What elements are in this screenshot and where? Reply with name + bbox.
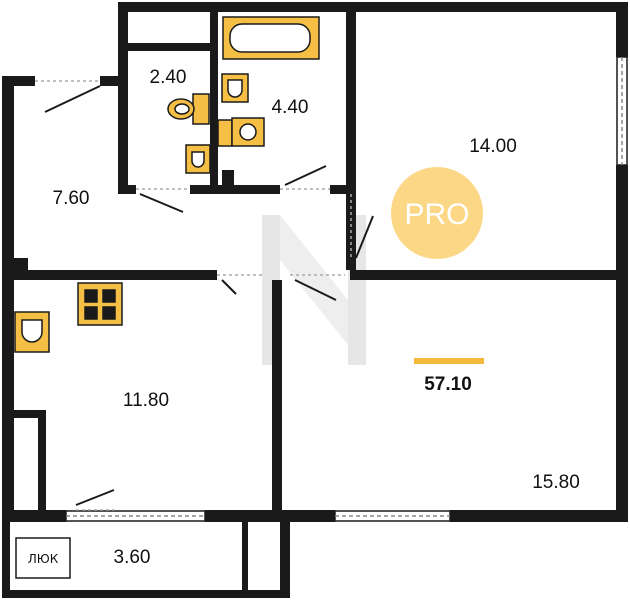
windows	[65, 56, 628, 522]
room-area-hallway: 7.60	[53, 188, 90, 209]
balcony-door	[75, 489, 115, 511]
bathroom-door	[280, 165, 330, 190]
toilet-icon	[167, 93, 210, 125]
room-area-bathroom: 4.40	[272, 97, 309, 118]
washbasin-icon	[221, 73, 249, 103]
pro-badge-label: PRO	[404, 198, 469, 231]
wc-sink-icon	[185, 144, 211, 174]
wc-door	[136, 188, 190, 213]
bathtub-icon	[222, 16, 320, 60]
total-area: 57.10	[424, 374, 472, 395]
doors	[35, 80, 374, 511]
kitchen-window	[65, 510, 206, 522]
living-room-door	[290, 274, 345, 301]
stove-icon	[77, 282, 123, 326]
bedroom-door	[350, 194, 374, 259]
floor-hatch-label: ЛЮК	[28, 552, 59, 566]
kitchen-sink-icon	[14, 311, 50, 353]
room-area-kitchen: 11.80	[123, 390, 169, 411]
room-area-balcony: 3.60	[114, 547, 151, 568]
total-area-bar	[414, 358, 484, 364]
room-area-bedroom: 14.00	[469, 136, 517, 157]
floor-hatch: ЛЮК	[15, 537, 71, 579]
kitchen-door	[217, 274, 262, 295]
entrance-door	[35, 80, 101, 113]
pro-badge: PRO	[391, 167, 483, 259]
washing-machine-icon	[217, 117, 265, 147]
fixtures	[14, 16, 320, 353]
room-area-living-room: 15.80	[532, 472, 580, 493]
room-area-wc: 2.40	[150, 67, 187, 88]
